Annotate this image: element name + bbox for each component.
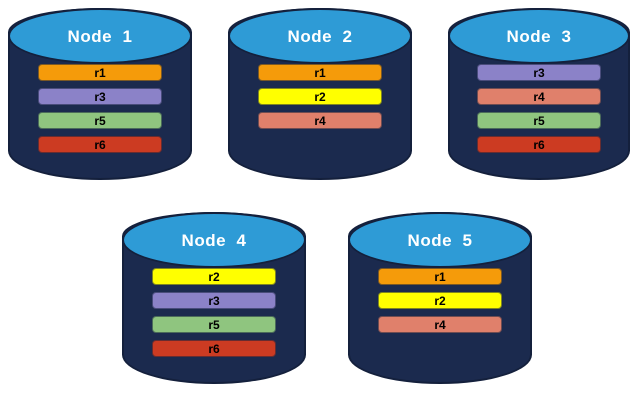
node-4-replica-list: r2 r3 r5 r6 xyxy=(122,268,306,357)
replica-bar-r5[interactable]: r5 xyxy=(477,112,601,129)
replica-bar-r6[interactable]: r6 xyxy=(477,136,601,153)
node-3-cylinder-top: Node 3 xyxy=(448,8,630,64)
node-2-cylinder-top: Node 2 xyxy=(228,8,412,64)
replica-bar-r3[interactable]: r3 xyxy=(477,64,601,81)
node-3-label: Node 3 xyxy=(506,26,572,46)
replica-bar-r1[interactable]: r1 xyxy=(378,268,502,285)
node-5-replica-list: r1 r2 r4 xyxy=(348,268,532,333)
replica-bar-r2[interactable]: r2 xyxy=(378,292,502,309)
node-3[interactable]: Node 3 r3 r4 r5 r6 xyxy=(448,8,630,180)
replica-bar-r5[interactable]: r5 xyxy=(38,112,162,129)
replica-bar-r3[interactable]: r3 xyxy=(38,88,162,105)
replica-bar-r4[interactable]: r4 xyxy=(378,316,502,333)
replica-bar-r5[interactable]: r5 xyxy=(152,316,276,333)
node-1-replica-list: r1 r3 r5 r6 xyxy=(8,64,192,153)
replica-bar-r4[interactable]: r4 xyxy=(258,112,382,129)
node-4-label: Node 4 xyxy=(181,230,247,250)
node-5[interactable]: Node 5 r1 r2 r4 xyxy=(348,212,532,384)
node-2-replica-list: r1 r2 r4 xyxy=(228,64,412,129)
replica-bar-r2[interactable]: r2 xyxy=(258,88,382,105)
replica-bar-r6[interactable]: r6 xyxy=(38,136,162,153)
node-5-label: Node 5 xyxy=(407,230,473,250)
node-2[interactable]: Node 2 r1 r2 r4 xyxy=(228,8,412,180)
replica-bar-r1[interactable]: r1 xyxy=(38,64,162,81)
replica-bar-r2[interactable]: r2 xyxy=(152,268,276,285)
replica-bar-r1[interactable]: r1 xyxy=(258,64,382,81)
node-4[interactable]: Node 4 r2 r3 r5 r6 xyxy=(122,212,306,384)
replica-bar-r6[interactable]: r6 xyxy=(152,340,276,357)
node-5-cylinder-top: Node 5 xyxy=(348,212,532,268)
node-3-replica-list: r3 r4 r5 r6 xyxy=(448,64,630,153)
replica-bar-r4[interactable]: r4 xyxy=(477,88,601,105)
node-4-cylinder-top: Node 4 xyxy=(122,212,306,268)
node-1-label: Node 1 xyxy=(67,26,133,46)
replica-bar-r3[interactable]: r3 xyxy=(152,292,276,309)
node-1-cylinder-top: Node 1 xyxy=(8,8,192,64)
node-1[interactable]: Node 1 r1 r3 r5 r6 xyxy=(8,8,192,180)
node-2-label: Node 2 xyxy=(287,26,353,46)
